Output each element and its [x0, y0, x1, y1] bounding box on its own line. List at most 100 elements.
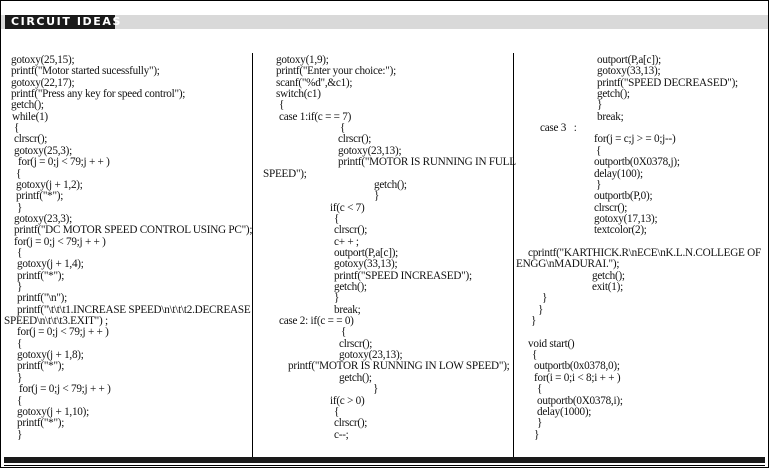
code-line: }: [373, 383, 379, 396]
code-line: getch();: [597, 88, 630, 101]
code-line: ENGG\nMADURAI.");: [516, 258, 620, 271]
code-line: printf("*");: [17, 417, 65, 430]
code-line: case 2: if(c = = 0): [279, 315, 354, 328]
code-line: cprintf("KARTHICK.R\nECE\nK.L.N.COLLEGE …: [528, 246, 761, 259]
code-line: for(i = 0;i < 8;i + + ): [534, 371, 621, 384]
code-line: {: [334, 212, 340, 225]
code-line: scanf("%d",&c1);: [276, 76, 353, 89]
code-line: }: [596, 178, 602, 191]
code-line: clrscr();: [334, 224, 368, 237]
code-line: printf("*");: [17, 360, 65, 373]
code-line: gotoxy(17,13);: [594, 212, 658, 225]
code-line: clrscr();: [338, 133, 372, 146]
code-line: if(c < 7): [330, 201, 365, 214]
code-line: if(c > 0): [330, 394, 365, 407]
section-header-bar: [1, 15, 768, 29]
code-line: printf("Enter your choice:");: [276, 65, 396, 78]
code-line: {: [17, 246, 23, 259]
code-line: getch();: [334, 281, 367, 293]
code-line: {: [17, 394, 23, 407]
code-line: }: [17, 201, 23, 214]
code-line: for(j = 0;j < 79;j + + ): [18, 156, 110, 169]
code-line: for(j = c;j > = 0;j--): [594, 133, 676, 146]
code-line: outport(P,a[c]);: [334, 246, 399, 259]
code-line: printf("MOTOR IS RUNNING IN LOW SPEED");: [288, 360, 510, 373]
code-line: getch();: [374, 178, 407, 191]
code-line: printf("MOTOR IS RUNNING IN FULL: [338, 156, 516, 169]
code-line: switch(c1): [276, 88, 321, 101]
code-line: }: [17, 428, 23, 441]
code-line: outportb(0X0378,i);: [537, 394, 623, 407]
code-line: {: [14, 122, 20, 135]
code-line: {: [537, 383, 543, 396]
code-line: printf("Press any key for speed control"…: [11, 88, 186, 101]
code-line: {: [16, 167, 22, 180]
code-line: outport(P,a[c]);: [597, 54, 662, 66]
code-line: {: [341, 326, 347, 339]
code-line: textcolor(2);: [594, 224, 647, 237]
code-line: printf("*");: [17, 269, 65, 282]
code-line: printf("\t\t\t1.INCREASE SPEED\n\t\t\t2.…: [17, 303, 251, 316]
code-line: gotoxy(23,3);: [14, 212, 72, 225]
code-line: gotoxy(33,13);: [597, 65, 661, 78]
code-line: delay(100);: [594, 167, 643, 180]
code-line: gotoxy(j + 1,4);: [17, 258, 84, 271]
code-line: gotoxy(22,17);: [11, 76, 75, 89]
code-line: for(j = 0;j < 79;j + + ): [17, 326, 109, 339]
code-line: }: [531, 315, 537, 328]
code-line: SPEED\n\t\t\t3.EXIT") ;: [4, 315, 108, 328]
code-line: c--;: [334, 428, 349, 441]
code-line: printf("SPEED DECREASED");: [597, 76, 738, 89]
code-line: delay(1000);: [537, 405, 592, 418]
code-line: }: [534, 428, 540, 441]
code-line: gotoxy(23,13);: [338, 144, 402, 157]
code-line: break;: [334, 303, 361, 316]
code-line: case 1:if(c = = 7): [279, 110, 352, 123]
footer-rule-thin: [4, 465, 765, 466]
code-line: case 3 :: [540, 122, 577, 135]
code-line: getch();: [339, 371, 372, 384]
code-line: }: [374, 190, 380, 203]
code-line: gotoxy(25,3);: [14, 144, 72, 157]
code-line: }: [17, 371, 23, 384]
code-line: clrscr();: [594, 201, 628, 214]
code-line: gotoxy(23,13);: [339, 349, 403, 362]
code-line: for(j = 0;j < 79;j + + ): [14, 235, 106, 248]
code-line: printf("DC MOTOR SPEED CONTROL USING PC"…: [14, 224, 253, 237]
code-line: printf("SPEED INCREASED");: [334, 269, 472, 282]
code-line: {: [334, 405, 340, 418]
code-line: getch();: [592, 269, 625, 282]
code-line: gotoxy(j + 1,8);: [17, 349, 84, 362]
code-line: }: [537, 417, 543, 430]
code-line: printf("\n");: [17, 292, 67, 305]
code-line: outportb(0x0378,0);: [534, 360, 620, 373]
code-line: while(1): [12, 110, 48, 123]
code-line: clrscr();: [339, 337, 373, 350]
section-label: CIRCUIT IDEAS: [5, 15, 120, 29]
code-line: }: [542, 292, 548, 305]
code-line: gotoxy(25,15);: [11, 54, 75, 66]
code-line: gotoxy(33,13);: [334, 258, 398, 271]
column-divider: [513, 53, 514, 457]
code-line: void start(): [528, 337, 575, 350]
code-line: gotoxy(j + 1,2);: [16, 178, 83, 191]
code-line: exit(1);: [592, 281, 623, 293]
code-line: }: [538, 303, 544, 316]
code-line: {: [596, 144, 602, 157]
code-line: outportb(P,0);: [594, 190, 653, 203]
code-line: {: [17, 337, 23, 350]
code-line: clrscr();: [334, 417, 368, 430]
code-line: {: [532, 349, 538, 362]
code-line: break;: [597, 110, 624, 123]
code-line: gotoxy(1,9);: [276, 54, 329, 66]
code-line: }: [597, 99, 603, 112]
code-line: {: [340, 122, 346, 135]
code-line: clrscr();: [14, 133, 48, 146]
code-line: c+ + ;: [334, 235, 359, 248]
code-line: SPEED");: [263, 167, 307, 180]
footer-rule-thick: [4, 457, 765, 463]
code-line: for(j = 0;j < 79;j + + ): [19, 383, 111, 396]
code-line: }: [334, 292, 340, 305]
code-line: printf("*");: [16, 190, 64, 203]
